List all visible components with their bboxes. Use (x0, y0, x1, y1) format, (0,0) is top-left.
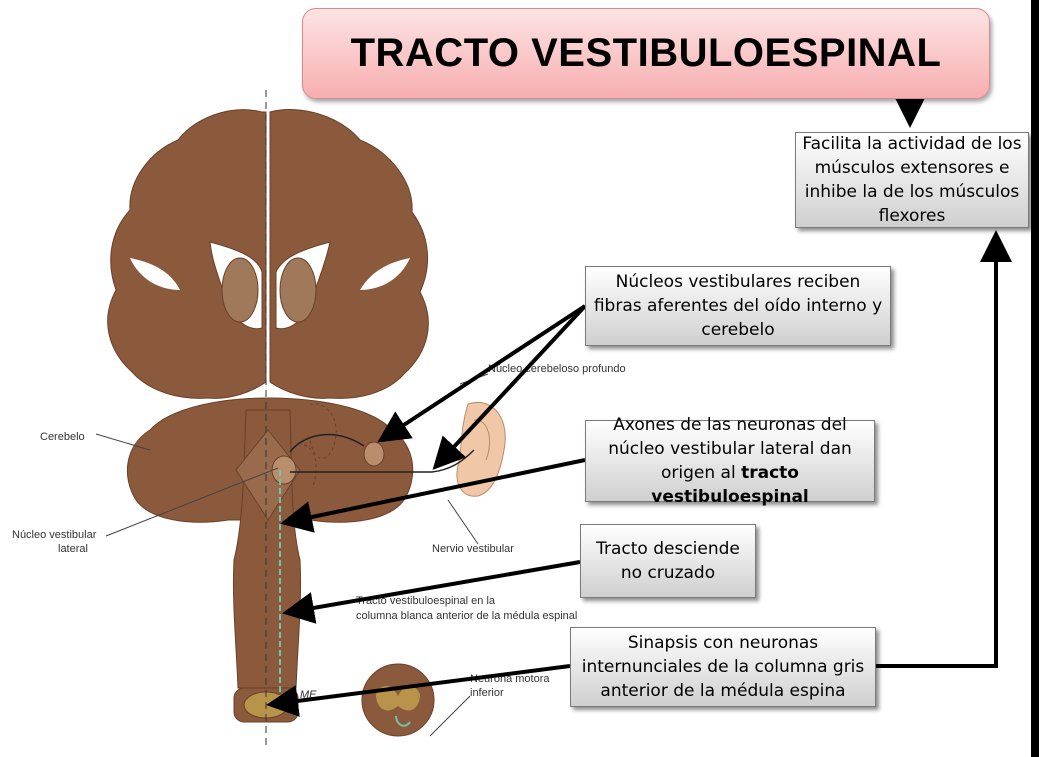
text-nucleos: Núcleos vestibulares reciben fibras afer… (593, 272, 883, 340)
text-axones-bold: tracto vestibuloespinal (651, 463, 809, 507)
arrow-sinapsis-to-cord (266, 664, 571, 717)
box-axones: Axones de las neuronas del núcleo vestib… (585, 415, 875, 507)
title-banner: TRACTO VESTIBULOESPINAL (302, 8, 990, 99)
arrow-nucleos-to-ear (432, 304, 587, 470)
box-tracto: Tracto desciende no cruzado (580, 524, 756, 598)
right-edge-bar (1031, 0, 1039, 757)
text-axones: Axones de las neuronas del núcleo vestib… (592, 413, 868, 509)
page-title: TRACTO VESTIBULOESPINAL (350, 31, 942, 75)
arrow-sinapsis-to-facilita (876, 230, 1012, 668)
label-tracto-2: columna blanca anterior de la médula esp… (356, 610, 577, 622)
text-facilita: Facilita la actividad de los músculos ex… (802, 134, 1022, 226)
box-sinapsis: Sinapsis con neuronas internunciales de … (570, 627, 876, 707)
text-sinapsis: Sinapsis con neuronas internunciales de … (581, 633, 865, 701)
label-tracto-1: Tracto vestibuloespinal en la (356, 595, 496, 607)
label-neurona-2: inferior (470, 687, 504, 699)
label-nervio-vestibular: Nervio vestibular (432, 543, 514, 555)
arrow-tracto-to-cord (282, 560, 581, 624)
arrow-nucleos-to-nucleus (377, 304, 587, 443)
label-cerebelo: Cerebelo (40, 431, 85, 443)
label-nucleo-vestibular-2: lateral (58, 543, 88, 555)
left-hemisphere (107, 109, 267, 399)
box-facilita: Facilita la actividad de los músculos ex… (795, 132, 1029, 228)
arrow-axones-to-tract (280, 458, 586, 533)
text-axones-pre: Axones de las neuronas del núcleo vestib… (608, 415, 852, 483)
label-nucleo-cerebeloso: Núcleo cerebeloso profundo (488, 363, 626, 375)
text-tracto: Tracto desciende no cruzado (596, 539, 740, 583)
right-hemisphere (269, 109, 429, 399)
label-nucleo-vestibular: Núcleo vestibular (12, 529, 97, 541)
box-nucleos: Núcleos vestibulares reciben fibras afer… (585, 266, 891, 346)
